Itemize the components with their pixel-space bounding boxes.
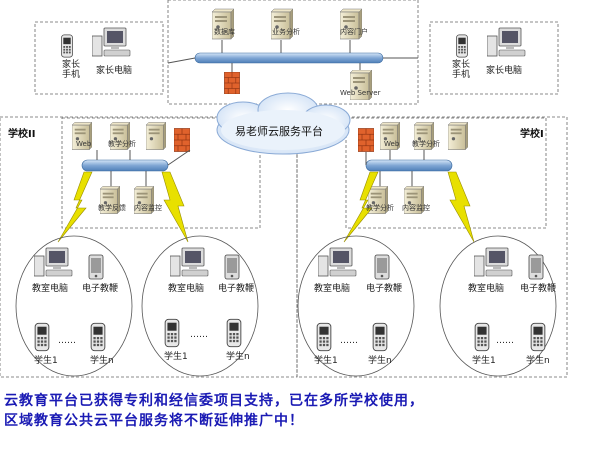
c3-pc-icon <box>318 247 357 277</box>
caption-line-2: 区域教育公共云平台服务将不断延伸推广中！ <box>4 413 304 429</box>
sr-firewall-icon <box>358 128 374 152</box>
c2-phonen-icon <box>226 318 242 348</box>
c4-phonen-icon <box>530 322 546 352</box>
c2-student1-label: 学生1 <box>164 352 188 362</box>
sl-analysis-label: 教学分析 <box>108 140 136 148</box>
parent-right-pc-icon <box>487 27 526 57</box>
classroom-ellipse-2 <box>141 235 259 377</box>
c1-studentn-label: 学生n <box>90 356 114 366</box>
sr-analysis-label: 教学分析 <box>412 140 440 148</box>
school-left-name: 学校II <box>8 129 36 140</box>
parent-left-pc-icon <box>92 27 131 57</box>
c1-phone1-icon <box>34 322 50 352</box>
school-left-server-box <box>61 117 261 229</box>
c2-pc-icon <box>170 247 209 277</box>
c3-tablet-label: 电子教鞭 <box>366 284 403 294</box>
c2-dots: …… <box>190 330 208 340</box>
sl-bus <box>81 159 169 172</box>
c1-dots: …… <box>58 336 76 346</box>
c1-student1-label: 学生1 <box>34 356 58 366</box>
classroom-ellipse-4 <box>439 235 557 377</box>
parent-right-phone-label: 家长 手机 <box>452 60 471 80</box>
web-server-label: Web Server <box>340 89 381 97</box>
c1-pc-icon <box>34 247 73 277</box>
c4-tablet-icon <box>528 254 544 280</box>
lightning-icon <box>57 171 475 243</box>
c3-phone1-icon <box>316 322 332 352</box>
c4-studentn-label: 学生n <box>526 356 550 366</box>
parent-left-pc-label: 家长电脑 <box>96 66 133 76</box>
sl-firewall-icon <box>174 128 190 152</box>
c4-dots: …… <box>496 336 514 346</box>
c3-tablet-icon <box>374 254 390 280</box>
c3-phonen-icon <box>372 322 388 352</box>
central-region <box>167 0 419 105</box>
c2-studentn-label: 学生n <box>226 352 250 362</box>
c3-student1-label: 学生1 <box>314 356 338 366</box>
cloud-label: 易老师云服务平台 <box>235 125 323 138</box>
school-right-server-box <box>345 117 547 229</box>
c3-pc-label: 教室电脑 <box>314 284 351 294</box>
c2-tablet-icon <box>224 254 240 280</box>
c1-tablet-label: 电子教鞭 <box>82 284 119 294</box>
parent-right-phone-icon <box>455 34 469 58</box>
c4-pc-icon <box>474 247 513 277</box>
c3-studentn-label: 学生n <box>368 356 392 366</box>
cloud-icon <box>216 92 351 155</box>
c1-phonen-icon <box>90 322 106 352</box>
parent-right-region <box>429 21 559 95</box>
parent-right-pc-label: 家长电脑 <box>486 66 523 76</box>
sr-feedback-label: 教学分析 <box>366 204 394 212</box>
sr-web-label: Web <box>384 140 400 148</box>
analysis-server-label: 业务分析 <box>272 28 300 36</box>
school-right-name: 学校I <box>520 129 544 140</box>
sl-feedback-label: 教学反馈 <box>98 204 126 212</box>
c4-phone1-icon <box>474 322 490 352</box>
c4-tablet-label: 电子教鞭 <box>520 284 557 294</box>
c4-pc-label: 教室电脑 <box>468 284 505 294</box>
sl-web-label: Web <box>76 140 92 148</box>
c1-pc-label: 教室电脑 <box>32 284 69 294</box>
classroom-ellipse-1 <box>15 235 133 377</box>
sr-extra-server-icon <box>448 122 468 150</box>
sr-monitor-label: 内容监控 <box>402 204 430 212</box>
sr-bus <box>365 159 453 172</box>
db-server-label: 数据库 <box>214 28 235 36</box>
c4-student1-label: 学生1 <box>472 356 496 366</box>
parent-left-phone-label: 家长 手机 <box>62 60 81 80</box>
parent-left-region <box>34 21 164 95</box>
parent-left-phone-icon <box>60 34 74 58</box>
portal-server-label: 内容门户 <box>340 28 368 36</box>
c2-tablet-label: 电子教鞭 <box>218 284 255 294</box>
central-bus <box>194 52 384 64</box>
c3-dots: …… <box>340 336 358 346</box>
caption-line-1: 云教育平台已获得专利和经信委项目支持，已在多所学校使用， <box>4 393 424 409</box>
sl-monitor-label: 内容监控 <box>134 204 162 212</box>
sl-extra-server-icon <box>146 122 166 150</box>
classroom-ellipse-3 <box>297 235 415 377</box>
school-right-region <box>296 116 568 378</box>
c2-pc-label: 教室电脑 <box>168 284 205 294</box>
c1-tablet-icon <box>88 254 104 280</box>
c2-phone1-icon <box>164 318 180 348</box>
central-firewall-icon <box>224 72 240 94</box>
